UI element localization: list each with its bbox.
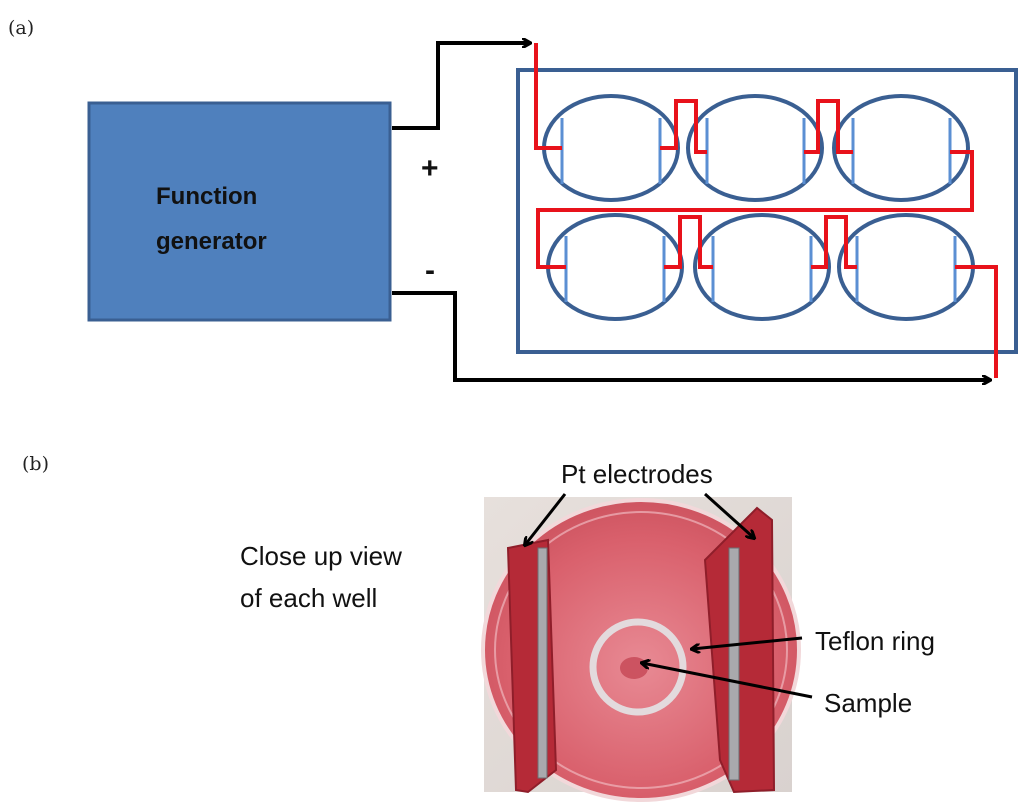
closeup-line2: of each well [240, 583, 377, 613]
function-generator-line2: generator [156, 228, 267, 255]
positive-wire [392, 43, 530, 130]
sample-label: Sample [824, 688, 912, 718]
well-2 [686, 94, 824, 202]
series-wiring [534, 43, 998, 378]
pt-arrow-left [525, 493, 567, 545]
closeup-line1: Close up view [240, 541, 402, 571]
function-generator-box [87, 101, 392, 322]
well-6 [837, 213, 975, 321]
panel-a-label: (a) [8, 17, 34, 39]
well-plate-outline [516, 68, 1018, 354]
well-1 [542, 94, 680, 202]
panel-b-label: (b) [22, 453, 49, 475]
function-generator-line1: Function [156, 183, 257, 210]
negative-wire [392, 291, 990, 380]
sample [620, 657, 648, 679]
well-photo [481, 497, 801, 802]
well-row-bottom [546, 213, 975, 321]
teflon-ring-label: Teflon ring [815, 626, 935, 656]
well-5 [693, 213, 831, 321]
left-electrode-strip [506, 538, 558, 794]
plus-sign: + [421, 152, 439, 185]
teflon-arrow [692, 636, 803, 649]
pt-arrow-right [703, 492, 754, 538]
teflon-ring [589, 618, 687, 716]
well-3 [832, 94, 970, 202]
sample-arrow [642, 663, 813, 699]
well-row-top [542, 94, 970, 202]
minus-sign: - [425, 254, 435, 287]
well-4 [546, 213, 684, 321]
pt-electrodes-label: Pt electrodes [561, 459, 713, 489]
